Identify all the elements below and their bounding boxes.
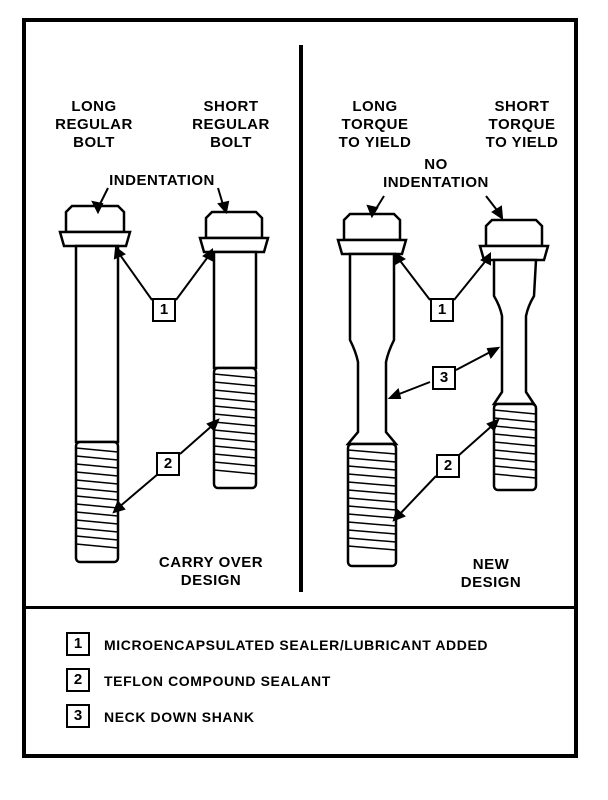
legend-text-1: MICROENCAPSULATED SEALER/LUBRICANT ADDED	[104, 637, 489, 653]
callout-1-right: 1	[430, 298, 454, 322]
label-indentation: INDENTATION	[109, 172, 215, 189]
label-short-regular-bolt: SHORT REGULAR BOLT	[192, 98, 270, 151]
label-no-indentation: NO INDENTATION	[383, 156, 489, 191]
label-carry-over-design: CARRY OVER DESIGN	[158, 554, 264, 589]
label-long-torque-to-yield: LONG TORQUE TO YIELD	[338, 98, 412, 151]
label-long-regular-bolt: LONG REGULAR BOLT	[55, 98, 133, 151]
legend-text-3: NECK DOWN SHANK	[104, 709, 255, 725]
label-new-design: NEW DESIGN	[460, 556, 522, 591]
callout-3: 3	[432, 366, 456, 390]
callout-1-left: 1	[152, 298, 176, 322]
label-short-torque-to-yield: SHORT TORQUE TO YIELD	[485, 98, 559, 151]
callout-2-left: 2	[156, 452, 180, 476]
legend-text-2: TEFLON COMPOUND SEALANT	[104, 673, 331, 689]
long-torque-to-yield-bolt	[336, 212, 408, 568]
legend-number-3: 3	[66, 704, 90, 728]
legend-number-1: 1	[66, 632, 90, 656]
short-regular-bolt	[198, 210, 270, 490]
legend-number-2: 2	[66, 668, 90, 692]
long-regular-bolt	[58, 204, 132, 564]
short-torque-to-yield-bolt	[478, 218, 550, 492]
leader-lines	[91, 187, 504, 522]
legend-separator	[26, 606, 574, 609]
callout-2-right: 2	[436, 454, 460, 478]
